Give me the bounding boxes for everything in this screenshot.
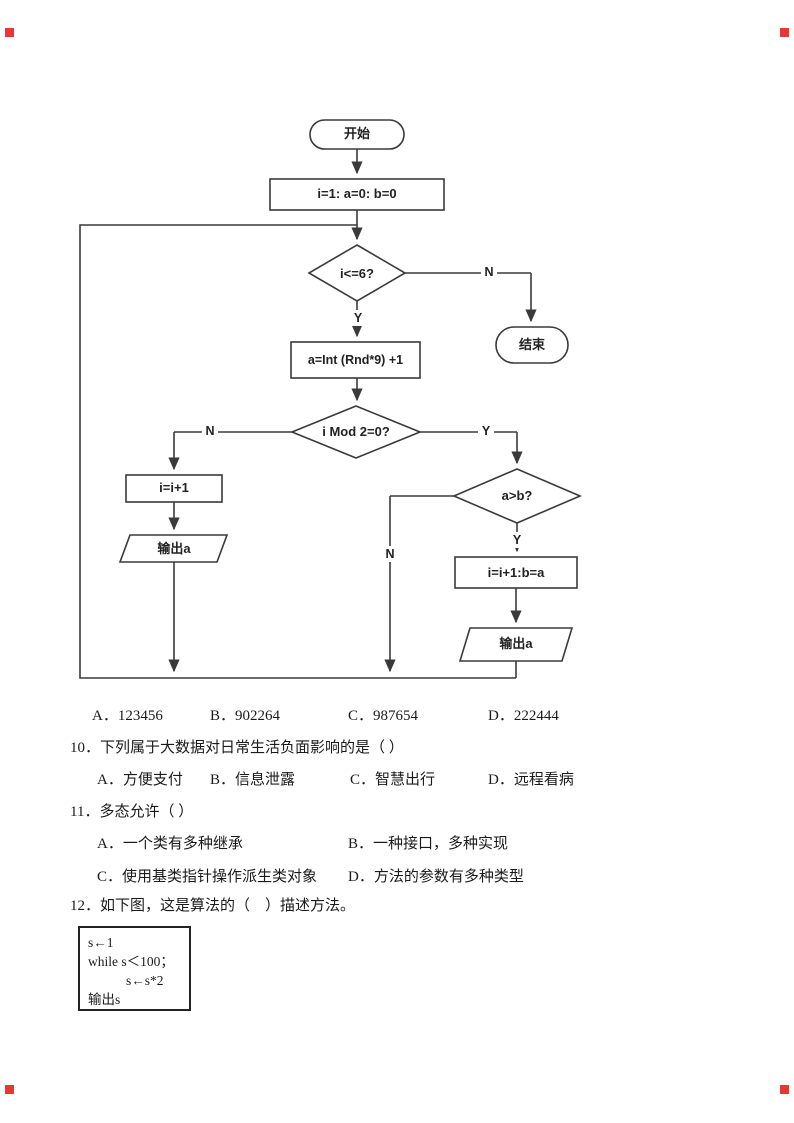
code-line-2: while s＜100； (88, 954, 174, 969)
random-process-shape (290, 341, 421, 379)
q11-stem: 11．多态允许（ ） (70, 804, 194, 820)
loop-yes-label: Y (350, 310, 366, 326)
q10-option-c: C．智慧出行 (350, 772, 436, 788)
q12-stem: 12．如下图，这是算法的（ ）描述方法。 (70, 898, 356, 914)
q9-option-d: D．222444 (488, 708, 559, 724)
q10-option-b: B．信息泄露 (210, 772, 296, 788)
loop-decision-shape (307, 244, 407, 302)
output-right-shape (458, 627, 574, 662)
loop-back-line (79, 224, 516, 679)
q12-pseudocode-box: s←1 while s＜100； s←s*2 输出s (78, 926, 191, 1011)
compare-yes-label: Y (509, 532, 525, 548)
mod-decision-shape (289, 405, 423, 459)
q10-stem: 10．下列属于大数据对日常生活负面影响的是（ ） (70, 740, 404, 756)
compare-condition-label: a>b? (501, 488, 533, 503)
corner-mark-top-right (780, 28, 789, 37)
q9-option-b: B．902264 (210, 708, 281, 724)
end-node-label: 结束 (518, 337, 545, 352)
start-terminator-shape (309, 119, 405, 150)
corner-mark-bottom-right (780, 1085, 789, 1094)
compare-no-label: N (382, 546, 398, 562)
start-node-label: 开始 (343, 126, 370, 141)
init-node-label: i=1: a=0: b=0 (317, 186, 397, 201)
q11-option-b: B．一种接口，多种实现 (348, 836, 509, 852)
mod-condition-label: i Mod 2=0? (322, 424, 390, 439)
increment-assign-shape (454, 556, 578, 589)
increment-process-shape (125, 474, 223, 503)
corner-mark-bottom-left (5, 1085, 14, 1094)
q11-option-a: A．一个类有多种继承 (97, 836, 243, 852)
compare-decision-shape (451, 468, 583, 524)
increment-label: i=i+1 (159, 480, 189, 495)
q9-option-a: A．123456 (92, 708, 163, 724)
loop-no-label: N (481, 264, 497, 280)
code-line-4: 输出s (88, 992, 121, 1007)
output-right-label: 输出a (499, 636, 533, 651)
output-left-shape (118, 534, 229, 563)
q10-option-a: A．方便支付 (97, 772, 183, 788)
flowchart-canvas (79, 119, 583, 679)
mod-no-label: N (202, 423, 218, 439)
flowchart-shapes (118, 119, 583, 662)
mod-yes-label: Y (478, 423, 494, 439)
corner-mark-top-left (5, 28, 14, 37)
flowchart-edges (79, 149, 537, 679)
random-assign-label: a=Int (Rnd*9) +1 (307, 353, 404, 367)
q10-option-d: D．远程看病 (488, 772, 574, 788)
increment-assign-label: i=i+1:b=a (487, 565, 545, 580)
code-line-3: s←s*2 (126, 973, 164, 988)
q9-option-c: C．987654 (348, 708, 419, 724)
q11-option-d: D．方法的参数有多种类型 (348, 869, 524, 885)
init-process-shape (269, 178, 445, 211)
output-left-label: 输出a (157, 541, 191, 556)
code-line-1: s←1 (88, 935, 114, 950)
q11-option-c: C．使用基类指针操作派生类对象 (97, 869, 318, 885)
loop-condition-label: i<=6? (340, 266, 374, 281)
end-terminator-shape (495, 326, 569, 364)
